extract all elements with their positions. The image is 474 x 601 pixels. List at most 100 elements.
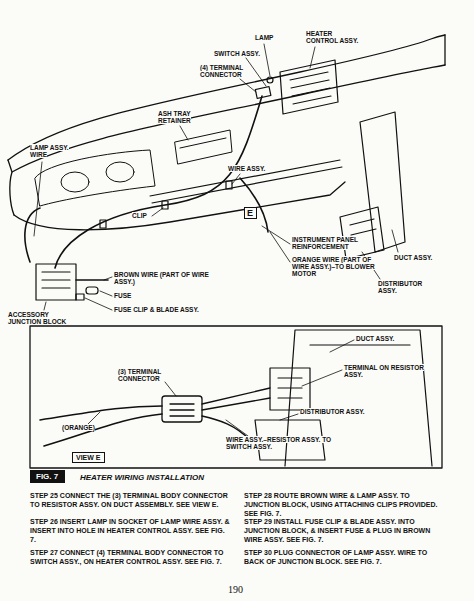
leader-lines <box>330 340 354 352</box>
figure-number: FIG. 7 <box>30 470 65 483</box>
junction-block <box>36 264 76 300</box>
wire-harness <box>25 208 40 262</box>
leader-lines <box>232 174 240 184</box>
instrument-cluster <box>35 150 155 206</box>
part-label: INSTRUMENT PANEL REINFORCEMENT <box>292 236 382 250</box>
inset-duct <box>310 344 410 345</box>
leader-lines <box>392 230 398 252</box>
part-label: TERMINAL ON RESISTOR ASSY. <box>344 364 424 378</box>
instrument-cluster <box>35 150 155 206</box>
heater-control <box>255 87 271 99</box>
heater-control <box>290 72 331 104</box>
wire-harness <box>55 96 262 268</box>
duct-assembly <box>340 207 384 259</box>
page-number: 190 <box>228 584 258 595</box>
inset-wires <box>40 406 250 446</box>
instrument-panel <box>8 160 14 215</box>
junction-block <box>76 294 84 300</box>
clips <box>100 181 232 228</box>
leader-lines <box>240 79 256 92</box>
view-callout: E <box>244 207 257 219</box>
leader-lines <box>302 370 342 386</box>
leader-lines <box>104 277 112 280</box>
leader-lines <box>310 47 315 68</box>
leader-lines <box>246 58 266 86</box>
part-label: ORANGE WIRE (PART OF WIRE ASSY.)–TO BLOW… <box>292 256 388 277</box>
clips <box>100 220 106 228</box>
inset-wires <box>44 414 162 446</box>
instruction-step: STEP 30 PLUG CONNECTOR OF LAMP ASSY. WIR… <box>244 549 444 567</box>
part-label: LAMP <box>255 34 285 41</box>
leader-lines <box>165 382 176 396</box>
heater-control <box>267 77 273 83</box>
panel-reinforcement <box>150 160 342 203</box>
leader-lines <box>88 412 100 424</box>
inset-connector <box>202 388 270 404</box>
instrument-cluster <box>106 162 134 182</box>
part-label: FUSE <box>114 292 144 299</box>
heater-control <box>255 60 338 114</box>
ash-tray <box>175 130 232 164</box>
leader-lines <box>270 232 290 262</box>
instruction-step: STEP 27 CONNECT (4) TERMINAL BODY CONNEC… <box>30 549 230 567</box>
instruction-step: STEP 28 ROUTE BROWN WIRE & LAMP ASSY. TO… <box>244 492 444 518</box>
part-label: WIRE ASSY. <box>228 165 274 172</box>
wire-harness <box>76 279 108 281</box>
part-label: ASH TRAY RETAINER <box>158 110 206 124</box>
inset-connector <box>162 396 202 422</box>
wire-harness <box>240 178 268 232</box>
part-label: ACCESSORY JUNCTION BLOCK <box>8 311 72 325</box>
view-tag: VIEW E <box>72 452 105 463</box>
part-label: DUCT ASSY. <box>394 254 444 261</box>
part-label: (3) TERMINAL CONNECTOR <box>118 368 174 382</box>
heater-control <box>280 60 338 114</box>
part-label: LAMP ASSY. WIRE <box>30 144 70 158</box>
part-label: DISTRIBUTOR ASSY. <box>378 280 442 294</box>
part-label: WIRE ASSY.–RESISTOR ASSY. TO SWITCH ASSY… <box>226 436 342 450</box>
inset-connector <box>170 404 194 416</box>
instrument-panel <box>8 35 445 230</box>
part-label: DISTRIBUTOR ASSY. <box>300 408 366 415</box>
inset-duct <box>270 368 310 410</box>
inset-connector <box>162 388 270 422</box>
junction-block <box>86 287 98 294</box>
inset-duct <box>278 378 302 398</box>
node-text: FIG. 7 <box>36 472 59 481</box>
instrument-panel <box>8 35 445 160</box>
instrument-panel <box>14 182 345 230</box>
leader-lines <box>44 302 46 310</box>
leader-lines <box>34 162 42 236</box>
part-label: SWITCH ASSY. <box>214 50 264 57</box>
inset-connector <box>202 398 270 410</box>
part-label: FUSE CLIP & BLADE ASSY. <box>114 306 210 313</box>
instruction-step: STEP 29 INSTALL FUSE CLIP & BLADE ASSY. … <box>244 518 444 544</box>
part-label: HEATER CONTROL ASSY. <box>306 30 366 44</box>
panel-reinforcement <box>150 160 342 203</box>
leader-lines <box>152 208 163 216</box>
node-text: VIEW E <box>76 454 101 461</box>
inset-duct <box>285 330 432 466</box>
figure-caption: HEATER WIRING INSTALLATION <box>80 473 204 482</box>
instrument-cluster <box>61 172 89 192</box>
instruction-step: STEP 26 INSERT LAMP IN SOCKET OF LAMP WI… <box>30 518 230 544</box>
duct-assembly <box>350 219 376 235</box>
instrument-panel <box>12 65 445 172</box>
leader-lines <box>264 44 270 76</box>
inset-frame <box>30 326 442 468</box>
part-label: (ORANGE) <box>62 424 102 431</box>
ash-tray <box>175 130 232 164</box>
part-label: BROWN WIRE (PART OF WIRE ASSY.) <box>114 271 218 285</box>
clips <box>226 181 232 189</box>
part-label: DUCT ASSY. <box>356 335 406 342</box>
wire-harness <box>25 96 268 280</box>
ash-tray <box>180 138 226 148</box>
part-label: (4) TERMINAL CONNECTOR <box>200 64 252 78</box>
junction-block <box>36 264 98 300</box>
node-text: E <box>247 208 254 218</box>
leader-lines <box>226 420 248 436</box>
part-label: CLIP <box>132 212 154 219</box>
junction-block <box>42 272 70 288</box>
inset-duct <box>255 330 432 466</box>
inset-frame <box>30 326 442 468</box>
